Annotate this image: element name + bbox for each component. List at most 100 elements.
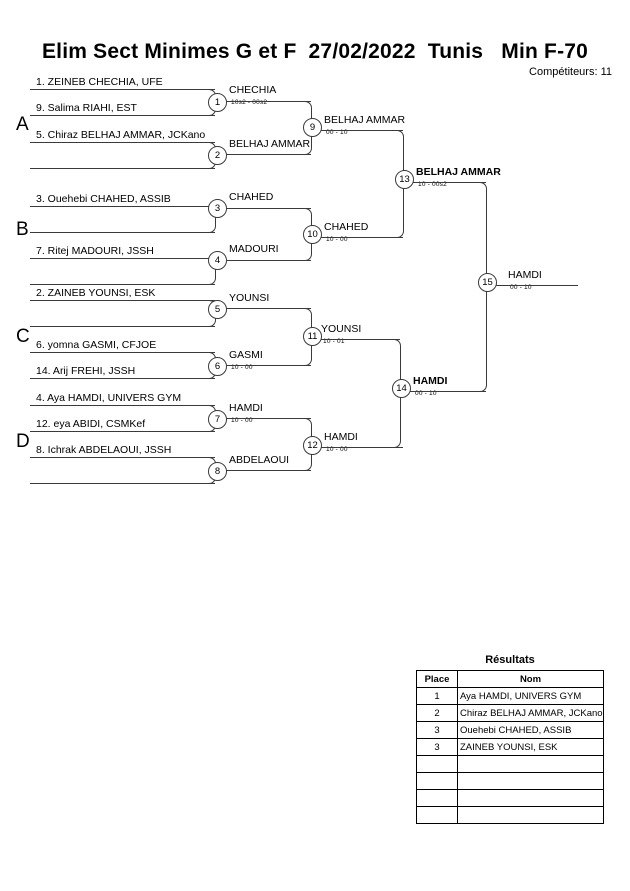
match-node-2[interactable]: 2 xyxy=(208,146,227,165)
result-nom xyxy=(457,806,604,824)
result-place: 1 xyxy=(416,687,458,705)
group-letter-c: C xyxy=(16,326,30,347)
entrant-line-9 xyxy=(30,300,215,301)
entrant-label-7: 7. Ritej MADOURI, JSSH xyxy=(36,245,154,257)
match-node-3[interactable]: 3 xyxy=(208,199,227,218)
advance-line-10 xyxy=(319,237,403,238)
match-node-11[interactable]: 11 xyxy=(303,327,322,346)
page-title: Elim Sect Minimes G et F 27/02/2022 Tuni… xyxy=(41,40,589,63)
entrant-line-6 xyxy=(30,232,215,233)
entrant-label-13: 4. Aya HAMDI, UNIVERS GYM xyxy=(36,392,182,404)
match-node-5[interactable]: 5 xyxy=(208,300,227,319)
match-node-13[interactable]: 13 xyxy=(395,170,414,189)
result-nom xyxy=(457,772,604,790)
match-score-13: 10 - 00s2 xyxy=(418,181,447,188)
match-node-8[interactable]: 8 xyxy=(208,462,227,481)
match-winner-5: YOUNSI xyxy=(229,292,270,304)
result-nom: Chiraz BELHAJ AMMAR, JCKano xyxy=(457,704,604,722)
advance-line-12 xyxy=(319,447,403,448)
match-winner-6: GASMI xyxy=(229,349,263,361)
result-place xyxy=(416,789,458,807)
results-header-row: Place Nom xyxy=(416,670,604,688)
advance-line-4 xyxy=(224,260,311,261)
entrant-label-9: 2. ZAINEB YOUNSI, ESK xyxy=(36,287,156,299)
r3-elbow-14-top xyxy=(393,339,401,388)
entrant-label-11: 6. yomna GASMI, CFJOE xyxy=(36,339,157,351)
match-node-1[interactable]: 1 xyxy=(208,93,227,112)
entrant-line-12 xyxy=(30,378,215,379)
match-node-15[interactable]: 15 xyxy=(478,273,497,292)
entrant-label-1: 1. ZEINEB CHECHIA, UFE xyxy=(36,76,163,88)
entrant-label-12: 14. Arij FREHI, JSSH xyxy=(36,365,136,377)
competitor-count: Compétiteurs: 11 xyxy=(529,66,612,78)
match-node-6[interactable]: 6 xyxy=(208,357,227,376)
r1-elbow-4-bot xyxy=(208,271,216,285)
entrant-label-15: 8. Ichrak ABDELAOUI, JSSH xyxy=(36,444,172,456)
entrant-line-10 xyxy=(30,326,215,327)
match-winner-2: BELHAJ AMMAR xyxy=(229,138,311,150)
entrant-label-2: 9. Salima RIAHI, EST xyxy=(36,102,137,114)
match-winner-3: CHAHED xyxy=(229,191,274,203)
match-score-15: 00 - 10 xyxy=(510,284,532,291)
entrant-line-4 xyxy=(30,168,215,169)
results-section: Résultats Place Nom 1 Aya HAMDI, UNIVERS… xyxy=(416,654,604,824)
match-score-12: 10 - 00 xyxy=(326,446,348,453)
results-title: Résultats xyxy=(485,654,535,666)
match-winner-12: HAMDI xyxy=(324,431,358,443)
table-row xyxy=(416,755,604,773)
group-letter-d: D xyxy=(16,431,30,452)
results-table: Place Nom 1 Aya HAMDI, UNIVERS GYM 2 Chi… xyxy=(416,670,604,824)
advance-line-2 xyxy=(224,154,311,155)
match-node-7[interactable]: 7 xyxy=(208,410,227,429)
result-nom xyxy=(457,789,604,807)
advance-line-3 xyxy=(224,208,311,209)
table-row xyxy=(416,772,604,790)
table-row xyxy=(416,789,604,807)
entrant-label-14: 12. eya ABIDI, CSMKef xyxy=(36,418,146,430)
match-score-1: 10s2 - 00s2 xyxy=(231,99,268,106)
r2-elbow-11-top xyxy=(304,308,312,336)
entrant-line-13 xyxy=(30,405,215,406)
match-node-12[interactable]: 12 xyxy=(303,436,322,455)
entrant-label-3: 5. Chiraz BELHAJ AMMAR, JCKano xyxy=(36,129,206,141)
table-row: 3 Ouehebi CHAHED, ASSIB xyxy=(416,721,604,739)
table-row: 3 ZAINEB YOUNSI, ESK xyxy=(416,738,604,756)
entrant-line-8 xyxy=(30,284,215,285)
entrant-line-14 xyxy=(30,431,215,432)
entrant-line-16 xyxy=(30,483,215,484)
final-elbow-top xyxy=(479,182,487,274)
results-col-nom: Nom xyxy=(457,670,604,688)
entrant-line-5 xyxy=(30,206,215,207)
group-letter-a: A xyxy=(16,114,29,135)
entrant-line-15 xyxy=(30,457,215,458)
match-winner-13: BELHAJ AMMAR xyxy=(416,166,501,178)
result-nom xyxy=(457,755,604,773)
match-score-6: 10 - 00 xyxy=(231,364,253,371)
match-winner-10: CHAHED xyxy=(324,221,369,233)
advance-line-8 xyxy=(224,470,311,471)
match-score-11: 10 - 01 xyxy=(323,338,345,345)
result-place xyxy=(416,806,458,824)
advance-line-1 xyxy=(224,101,311,102)
match-node-4[interactable]: 4 xyxy=(208,251,227,270)
entrant-line-11 xyxy=(30,352,215,353)
result-nom: ZAINEB YOUNSI, ESK xyxy=(457,738,604,756)
r2-elbow-12-top xyxy=(304,418,312,445)
advance-line-5 xyxy=(224,308,311,309)
match-winner-1: CHECHIA xyxy=(229,84,277,96)
result-place xyxy=(416,755,458,773)
match-winner-11: YOUNSI xyxy=(321,323,362,335)
match-node-10[interactable]: 10 xyxy=(303,225,322,244)
match-score-14: 00 - 10 xyxy=(415,390,437,397)
match-node-9[interactable]: 9 xyxy=(303,118,322,137)
advance-line-6 xyxy=(224,365,311,366)
entrant-label-5: 3. Ouehebi CHAHED, ASSIB xyxy=(36,193,171,205)
group-letter-b: B xyxy=(16,219,29,240)
advance-line-9 xyxy=(319,130,403,131)
match-score-9: 00 - 10 xyxy=(326,129,348,136)
match-score-10: 10 - 00 xyxy=(326,236,348,243)
match-node-14[interactable]: 14 xyxy=(392,379,411,398)
result-place: 3 xyxy=(416,738,458,756)
champion-line xyxy=(494,285,578,286)
